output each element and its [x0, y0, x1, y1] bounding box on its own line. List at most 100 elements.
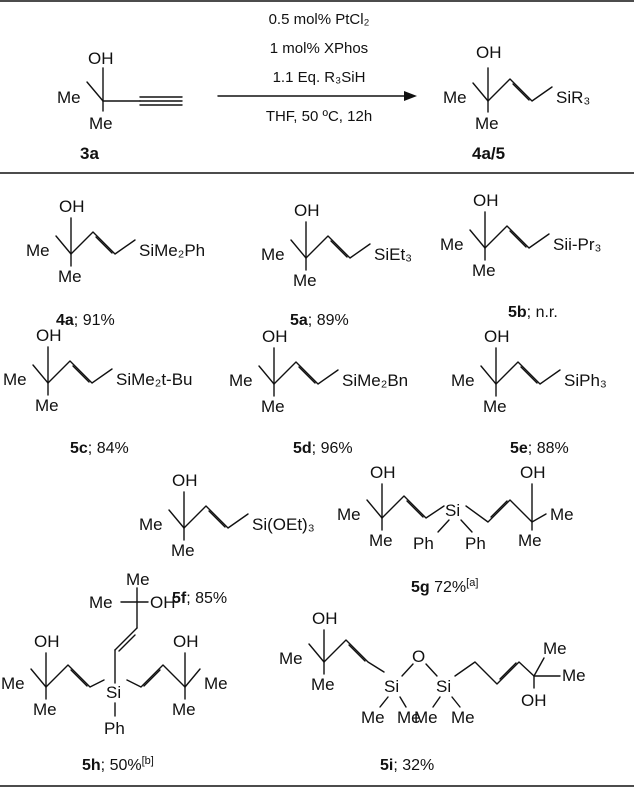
compound-id: 4a — [56, 312, 74, 329]
oxygen-label: O — [412, 647, 425, 666]
methyl-label: Me — [229, 371, 253, 390]
hydroxyl-label: OH — [34, 632, 60, 651]
caption-separator: ; — [101, 757, 110, 774]
silyl-group-label: SiR₃ — [556, 88, 590, 107]
hydroxyl-label: OH — [473, 191, 499, 210]
yield-value: 50% — [110, 757, 142, 774]
methyl-label: Me — [279, 649, 303, 668]
methyl-label: Me — [369, 531, 393, 550]
compound-id: 5h — [82, 757, 101, 774]
methyl-label: Me — [171, 541, 195, 560]
compound-caption: 5g 72%[a] — [411, 577, 478, 596]
compound-caption: 5e; 88% — [510, 440, 569, 457]
compound-5h: Me Me OH OH Me Me Si Ph OH Me Me — [1, 570, 228, 738]
compound-caption: 4a; 91% — [56, 312, 115, 329]
compound-id: 3a — [80, 144, 99, 163]
methyl-label: Me — [58, 267, 82, 286]
silicon-label: Si — [436, 677, 451, 696]
compound-caption: 5h; 50%[b] — [82, 755, 154, 774]
yield-value: 84% — [97, 440, 129, 457]
methyl-label: Me — [311, 675, 335, 694]
methyl-label: Me — [451, 708, 475, 727]
compound-5i: OH Me Me Si O Si Me Me Me Me Me Me OH — [279, 609, 586, 727]
methyl-label: Me — [543, 639, 567, 658]
yield-value: 85% — [195, 590, 227, 607]
hydroxyl-label: OH — [476, 43, 502, 62]
methyl-label: Me — [397, 708, 421, 727]
methyl-label: Me — [3, 370, 27, 389]
footnote-marker: [b] — [142, 755, 154, 767]
compound-id: 5f — [172, 590, 187, 607]
hydroxyl-label: OH — [484, 327, 510, 346]
condition-ligand: 1 mol% XPhos — [270, 40, 368, 57]
compound-caption: 5f; 85% — [172, 590, 227, 607]
yield-value: 88% — [537, 440, 569, 457]
methyl-label: Me — [443, 88, 467, 107]
caption-separator: ; — [312, 440, 321, 457]
methyl-label: Me — [518, 531, 542, 550]
compound-id: 5a — [290, 312, 308, 329]
condition-solvent-temp: THF, 50 ºC, 12h — [266, 108, 372, 125]
compound-5e: OH Me Me SiPh₃ — [451, 327, 607, 416]
hydroxyl-label: OH — [520, 463, 546, 482]
hydroxyl-label: OH — [36, 326, 62, 345]
methyl-label: Me — [33, 700, 57, 719]
compound-caption: 5d; 96% — [293, 440, 353, 457]
silyl-group-label: SiPh₃ — [564, 371, 607, 390]
methyl-label: Me — [139, 515, 163, 534]
silyl-group-label: Si(OEt)₃ — [252, 515, 315, 534]
phenyl-label: Ph — [465, 534, 486, 553]
methyl-label: Me — [57, 88, 81, 107]
methyl-label: Me — [361, 708, 385, 727]
methyl-label: Me — [562, 666, 586, 685]
hydroxyl-label: OH — [294, 201, 320, 220]
methyl-label: Me — [337, 505, 361, 524]
compound-caption: 5b; n.r. — [508, 304, 558, 321]
yield-value: 91% — [83, 312, 115, 329]
compound-id: 5c — [70, 440, 88, 457]
hydroxyl-label: OH — [173, 632, 199, 651]
compound-5d: OH Me Me SiMe₂Bn — [229, 327, 408, 416]
methyl-label: Me — [89, 114, 113, 133]
condition-silane: 1.1 Eq. R₃SiH — [273, 69, 366, 86]
methyl-label: Me — [261, 245, 285, 264]
hydroxyl-label: OH — [172, 471, 198, 490]
methyl-label: Me — [293, 271, 317, 290]
methyl-label: Me — [550, 505, 574, 524]
caption-separator: ; — [393, 757, 402, 774]
hydroxyl-label: OH — [262, 327, 288, 346]
yield-value: n.r. — [536, 304, 558, 321]
silyl-group-label: Sii-Pr₃ — [553, 235, 601, 254]
silicon-label: Si — [445, 501, 460, 520]
methyl-label: Me — [35, 396, 59, 415]
compound-id: 5b — [508, 304, 527, 321]
compound-5c: OH Me Me SiMe₂t-Bu — [3, 326, 193, 415]
methyl-label: Me — [126, 570, 150, 589]
footnote-marker: [a] — [466, 577, 478, 589]
yield-value: 32% — [402, 757, 434, 774]
compound-id: 4a/5 — [472, 144, 505, 163]
yield-value: 89% — [317, 312, 349, 329]
hydroxyl-label: OH — [88, 49, 114, 68]
hydroxyl-label: OH — [370, 463, 396, 482]
methyl-label: Me — [414, 708, 438, 727]
methyl-label: Me — [483, 397, 507, 416]
compound-id: 5d — [293, 440, 312, 457]
methyl-label: Me — [204, 674, 228, 693]
caption-separator: ; — [186, 590, 195, 607]
compound-id: 5e — [510, 440, 528, 457]
caption-separator: ; — [527, 304, 536, 321]
methyl-label: Me — [475, 114, 499, 133]
methyl-label: Me — [1, 674, 25, 693]
compound-caption: 5a; 89% — [290, 312, 349, 329]
methyl-label: Me — [472, 261, 496, 280]
methyl-label: Me — [26, 241, 50, 260]
hydroxyl-label: OH — [150, 593, 176, 612]
caption-separator: ; — [308, 312, 317, 329]
reaction-arrow — [217, 91, 417, 101]
silyl-group-label: SiMe₂Ph — [139, 241, 205, 260]
compound-id: 5g — [411, 579, 430, 596]
methyl-label: Me — [451, 371, 475, 390]
caption-separator: ; — [74, 312, 83, 329]
compound-5b: OH Me Me Sii-Pr₃ — [440, 191, 601, 280]
